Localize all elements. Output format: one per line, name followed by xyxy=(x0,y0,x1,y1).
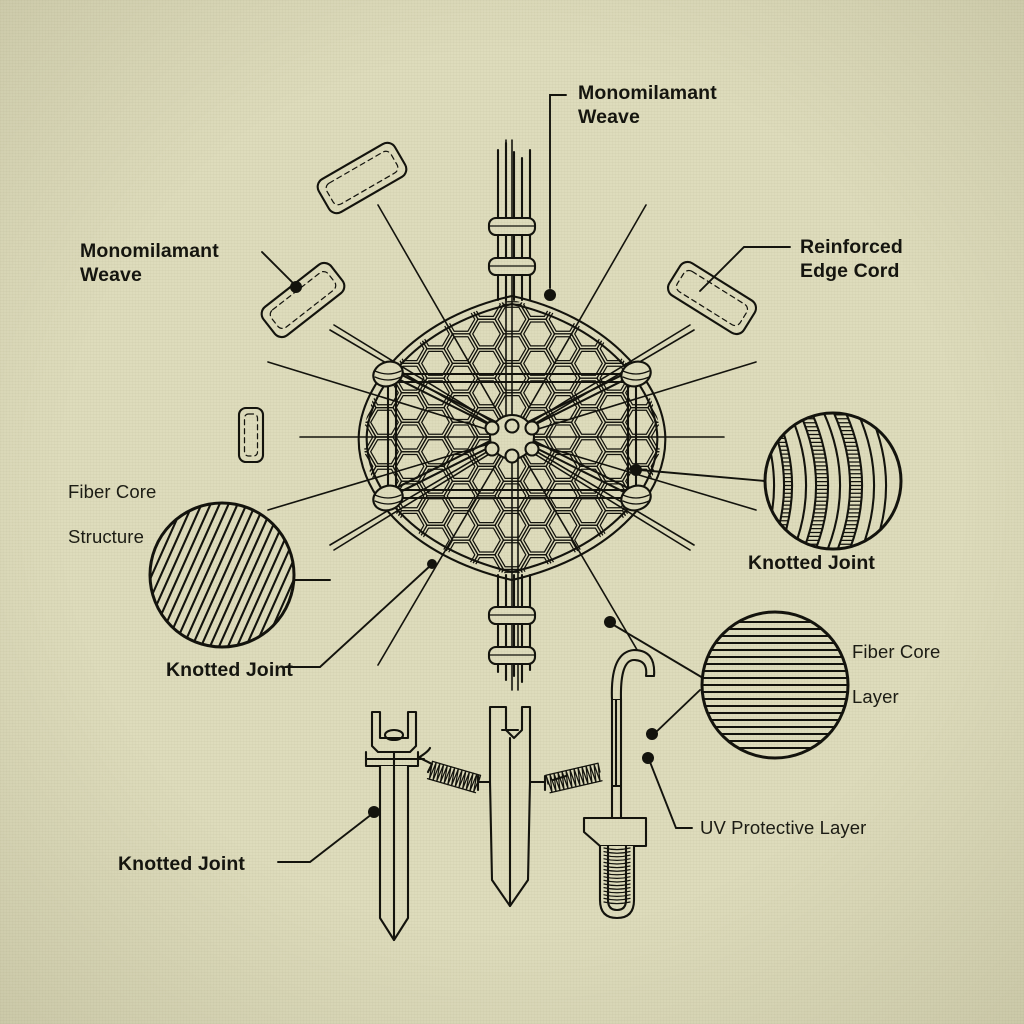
leader-lines xyxy=(261,94,791,863)
detail-circle-knotted-joint xyxy=(763,411,903,551)
ground-stake-a xyxy=(364,710,432,942)
spring-links xyxy=(418,756,603,794)
ground-stake-b xyxy=(476,705,547,908)
edge-cord-bundle-top xyxy=(487,141,537,302)
tag-patches xyxy=(237,141,758,464)
detail-circle-fiber-core-structure xyxy=(148,501,296,649)
edge-cord-bundle-bottom xyxy=(487,573,537,684)
label-reinforced-edge-cord: Reinforced Edge Cord xyxy=(800,236,903,282)
label-monofilament-weave-top: Monomilamant Weave xyxy=(578,82,717,128)
label-fiber-core-structure: Fiber Core Structure xyxy=(68,481,157,548)
label-uv-protective-layer: UV Protective Layer xyxy=(700,817,867,838)
detail-circle-fiber-core-layer xyxy=(700,610,850,760)
label-fiber-core-layer: Fiber Core Layer xyxy=(852,641,941,708)
knot-nodes xyxy=(372,360,652,512)
label-knotted-joint-bottom: Knotted Joint xyxy=(118,853,245,875)
center-knot-node xyxy=(484,413,540,464)
j-hook xyxy=(582,648,656,920)
label-monofilament-weave-left: Monomilamant Weave xyxy=(80,240,219,286)
label-knotted-joint-left: Knotted Joint xyxy=(166,659,293,681)
label-knotted-joint-right: Knotted Joint xyxy=(748,552,875,574)
